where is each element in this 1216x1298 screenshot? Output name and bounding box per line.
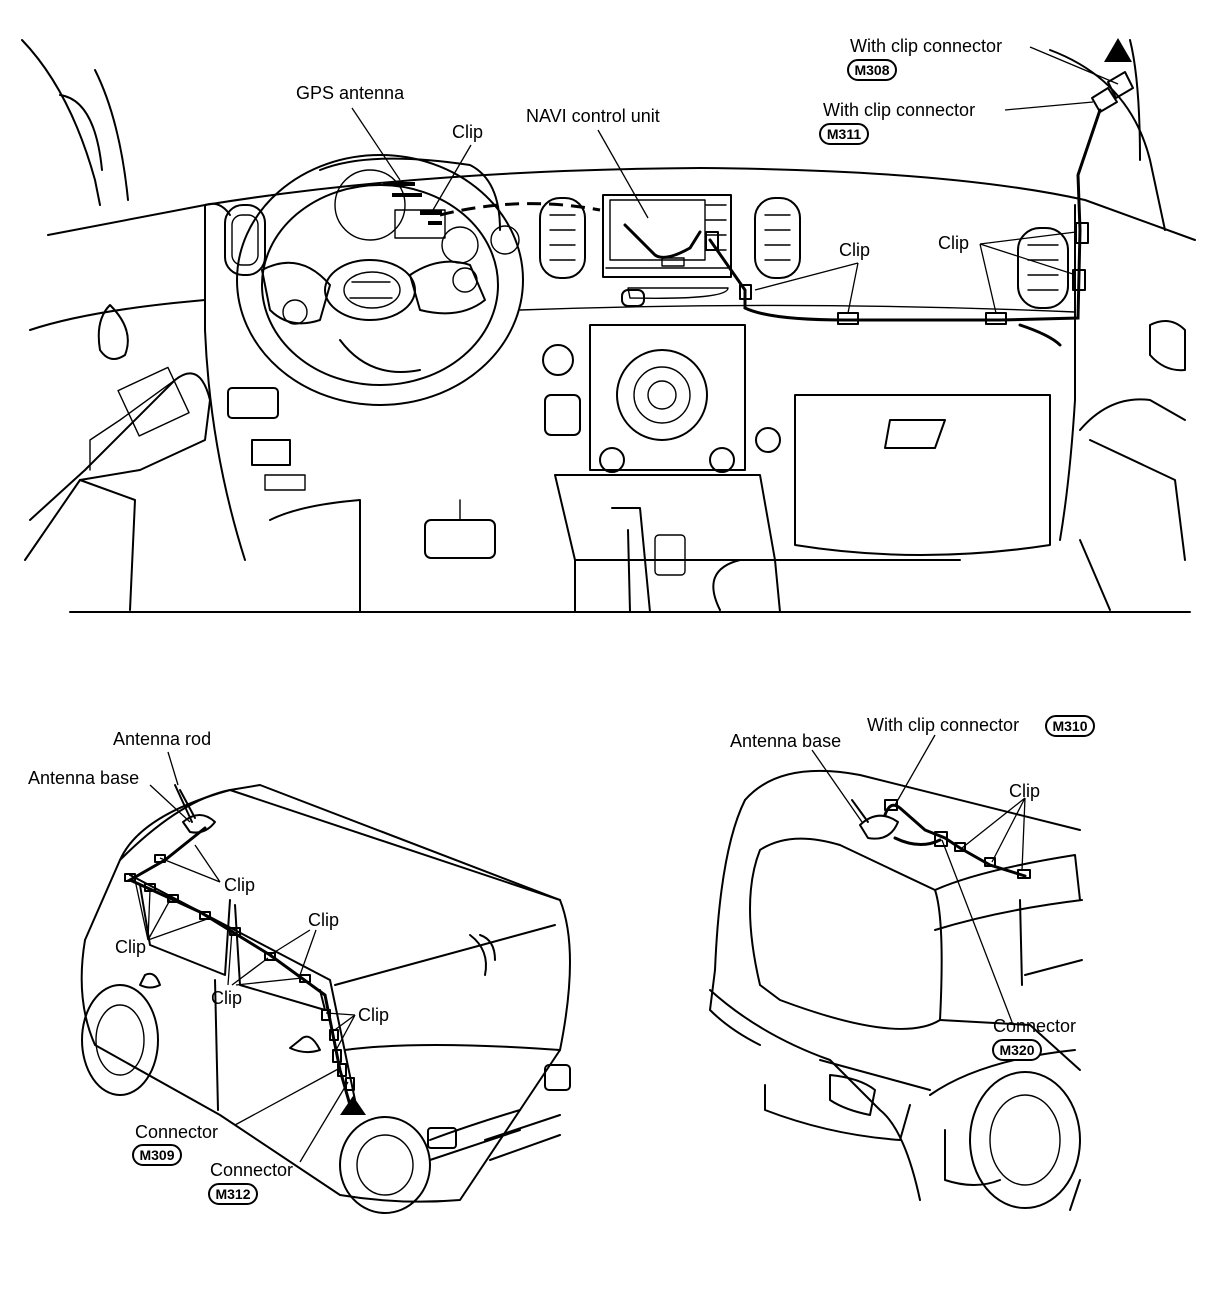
rear-view-illustration xyxy=(709,734,1083,1211)
dashboard-illustration xyxy=(21,38,1196,613)
label-navi-control-unit: NAVI control unit xyxy=(526,106,660,126)
svg-text:M310: M310 xyxy=(1052,718,1087,734)
label-with-clip-connector-m311: With clip connector xyxy=(823,100,975,120)
side-view-illustration xyxy=(80,751,571,1214)
label-clip-door-top: Clip xyxy=(211,988,242,1008)
label-gps-antenna: GPS antenna xyxy=(296,83,405,103)
label-clip-pillar-lower: Clip xyxy=(358,1005,389,1025)
label-antenna-rod: Antenna rod xyxy=(113,729,211,749)
label-clip-dash-center: Clip xyxy=(839,240,870,260)
label-connector-m320: Connector xyxy=(993,1016,1076,1036)
label-clip-dash-right: Clip xyxy=(938,233,969,253)
badge-m311: M311 xyxy=(819,123,869,145)
svg-text:M320: M320 xyxy=(999,1042,1034,1058)
label-with-clip-connector-m310: With clip connector xyxy=(867,715,1019,735)
label-clip-roof-mid: Clip xyxy=(308,910,339,930)
connector-badges: M308 M311 M309 M312 M310 M320 xyxy=(132,59,1095,1205)
label-clip-pillar-upper: Clip xyxy=(115,937,146,957)
badge-m312: M312 xyxy=(208,1183,258,1205)
badge-m308: M308 xyxy=(847,59,897,81)
label-antenna-base-left: Antenna base xyxy=(28,768,139,788)
label-connector-m312: Connector xyxy=(210,1160,293,1180)
label-antenna-base-right: Antenna base xyxy=(730,731,841,751)
top-leader-lines xyxy=(351,46,1119,314)
label-connector-m309: Connector xyxy=(135,1122,218,1142)
badge-m310: M310 xyxy=(1045,715,1095,737)
badge-m309: M309 xyxy=(132,1144,182,1166)
badge-m320: M320 xyxy=(992,1039,1042,1061)
label-clip-roof-front: Clip xyxy=(224,875,255,895)
label-clip-rear-roof: Clip xyxy=(1009,781,1040,801)
labels: GPS antenna Clip NAVI control unit Clip … xyxy=(28,36,1076,1180)
label-clip-steering: Clip xyxy=(452,122,483,142)
svg-text:M311: M311 xyxy=(827,126,861,142)
label-with-clip-connector-m308: With clip connector xyxy=(850,36,1002,56)
svg-text:M308: M308 xyxy=(854,62,889,78)
svg-text:M309: M309 xyxy=(139,1147,174,1163)
svg-text:M312: M312 xyxy=(215,1186,250,1202)
